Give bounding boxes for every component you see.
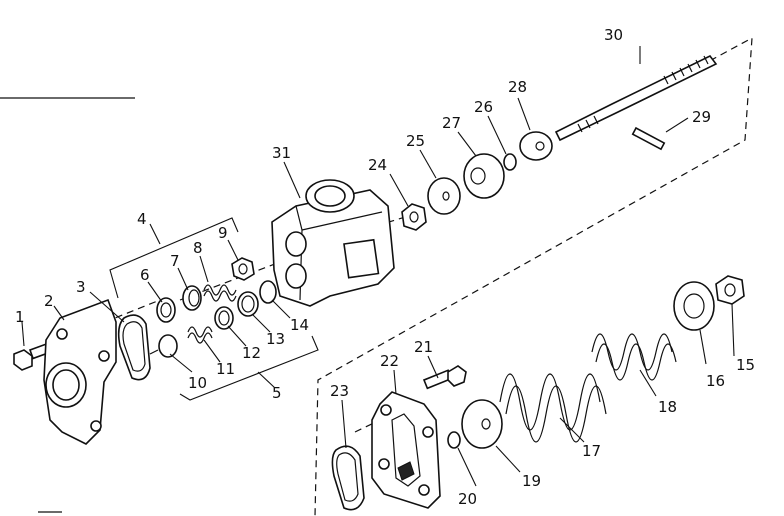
part-18-inner-spring [591, 333, 677, 381]
part-21-bolt [422, 365, 467, 390]
part-24-nut [401, 203, 427, 231]
callout-12: 12 [242, 344, 261, 362]
part-17-outer-spring [499, 373, 607, 443]
callout-2: 2 [44, 292, 54, 310]
part-16-spring-cap [673, 281, 715, 331]
group-5-bracket [179, 335, 319, 401]
callout-4: 4 [137, 210, 147, 228]
callout-16: 16 [706, 372, 725, 390]
callout-1: 1 [15, 308, 25, 326]
callout-26: 26 [474, 98, 493, 116]
callout-23: 23 [330, 382, 349, 400]
part-6-seal [156, 297, 176, 323]
part-26-small-washer [503, 153, 517, 171]
callout-18: 18 [658, 398, 677, 416]
part-14-o-ring [259, 280, 277, 304]
callout-31: 31 [272, 144, 291, 162]
callout-28: 28 [508, 78, 527, 96]
part-7-sleeve [182, 285, 202, 311]
part-31-valve-body [271, 179, 395, 307]
part-15-nut [715, 275, 745, 305]
callout-5: 5 [272, 384, 282, 402]
callout-11: 11 [216, 360, 235, 378]
callout-17: 17 [582, 442, 601, 460]
callout-24: 24 [368, 156, 387, 174]
part-10-clip [149, 334, 178, 358]
callout-6: 6 [140, 266, 150, 284]
leader-lines [21, 46, 735, 487]
part-23-gasket [331, 445, 365, 511]
callout-10: 10 [188, 374, 207, 392]
callout-3: 3 [76, 278, 86, 296]
part-8-spring [203, 284, 237, 302]
callout-7: 7 [170, 252, 180, 270]
part-2-end-cover [43, 298, 117, 445]
part-12-ring [214, 306, 234, 330]
callout-14: 14 [290, 316, 309, 334]
part-13-bushing [237, 291, 259, 317]
callout-13: 13 [266, 330, 285, 348]
part-19-spring-seat [461, 399, 503, 449]
callout-21: 21 [414, 338, 433, 356]
callout-15: 15 [736, 356, 755, 374]
part-22-spring-cover [371, 391, 441, 509]
part-28-collar [519, 131, 553, 161]
callout-labels: 1 2 3 4 5 6 7 8 9 10 11 12 13 14 15 16 1… [15, 26, 755, 508]
group-4-bracket [109, 217, 239, 299]
callout-30: 30 [604, 26, 623, 44]
callout-29: 29 [692, 108, 711, 126]
part-9-nut [231, 257, 255, 281]
part-30-threaded-stem [554, 54, 718, 142]
part-25-washer [427, 177, 461, 215]
part-11-spring [187, 326, 213, 344]
part-20-washer [447, 431, 461, 449]
callout-8: 8 [193, 239, 203, 257]
part-29-pin [631, 126, 666, 151]
callout-20: 20 [458, 490, 477, 508]
part-27-disc [463, 153, 505, 199]
callout-22: 22 [380, 352, 399, 370]
part-3-gasket [117, 314, 151, 381]
callout-19: 19 [522, 472, 541, 490]
callout-25: 25 [406, 132, 425, 150]
callout-9: 9 [218, 224, 228, 242]
callout-27: 27 [442, 114, 461, 132]
